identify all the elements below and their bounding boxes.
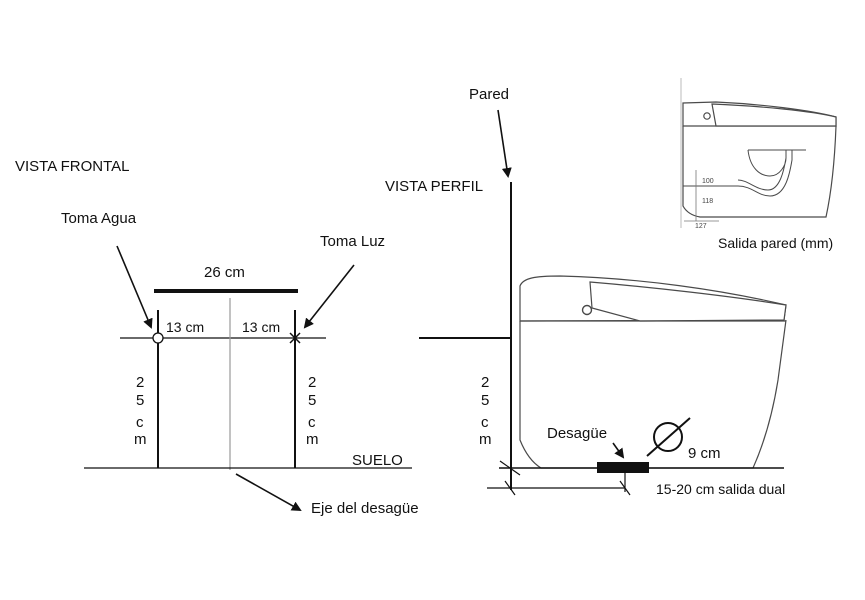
svg-text:2: 2 — [136, 374, 144, 391]
power-outlet-arrow — [303, 264, 355, 329]
dual-outlet-tick-left — [504, 480, 516, 496]
diameter-symbol — [646, 417, 691, 457]
drain-arrow — [612, 442, 625, 459]
wall-floor-tick — [499, 460, 521, 476]
right-half-width-label: 13 cm — [242, 319, 280, 335]
svg-text:2: 2 — [481, 374, 489, 391]
svg-text:m: m — [134, 431, 147, 448]
svg-text:5: 5 — [481, 392, 489, 409]
svg-text:c: c — [481, 414, 489, 431]
water-inlet-marker — [152, 332, 164, 344]
profile-view: Pared VISTA PERFIL 2 5 c m Desagüe 9 cm — [385, 86, 787, 497]
drain-outlet — [597, 462, 649, 473]
inset-dim-100: 100 — [702, 178, 714, 185]
drain-axis-label: Eje del desagüe — [311, 500, 419, 517]
profile-view-title: VISTA PERFIL — [385, 178, 483, 195]
diameter-label: 9 cm — [688, 445, 721, 462]
drain-axis-arrow — [235, 473, 302, 511]
front-view: VISTA FRONTAL Toma Agua Toma Luz 26 cm 1… — [15, 158, 419, 517]
inset-caption: Salida pared (mm) — [718, 235, 833, 251]
svg-text:c: c — [308, 414, 316, 431]
svg-text:m: m — [306, 431, 319, 448]
inset-toilet-outline — [682, 101, 837, 218]
left-height-label: 2 5 c m — [134, 374, 147, 448]
front-view-title: VISTA FRONTAL — [15, 158, 129, 175]
floor-label: SUELO — [352, 452, 403, 469]
svg-text:m: m — [479, 431, 492, 448]
dual-outlet-label: 15-20 cm salida dual — [656, 481, 785, 497]
svg-text:2: 2 — [308, 374, 316, 391]
inset-dim-127: 127 — [695, 223, 707, 230]
svg-text:5: 5 — [308, 392, 316, 409]
power-outlet-label: Toma Luz — [320, 233, 385, 250]
power-outlet-marker — [289, 332, 301, 344]
drain-label: Desagüe — [547, 425, 607, 442]
inset-dimensions: 100 118 127 — [684, 170, 719, 230]
svg-text:c: c — [136, 414, 144, 431]
wall-label: Pared — [469, 86, 509, 103]
inset-dim-118: 118 — [702, 198, 713, 205]
svg-text:5: 5 — [136, 392, 144, 409]
water-inlet-arrow — [116, 245, 153, 329]
right-height-label: 2 5 c m — [306, 374, 319, 448]
profile-height-label: 2 5 c m — [479, 374, 492, 448]
water-inlet-label: Toma Agua — [61, 210, 137, 227]
wall-outlet-inset: 100 118 127 Salida pared (mm) — [680, 78, 837, 251]
wall-arrow — [497, 109, 512, 178]
left-half-width-label: 13 cm — [166, 319, 204, 335]
width-dimension-label: 26 cm — [204, 264, 245, 281]
